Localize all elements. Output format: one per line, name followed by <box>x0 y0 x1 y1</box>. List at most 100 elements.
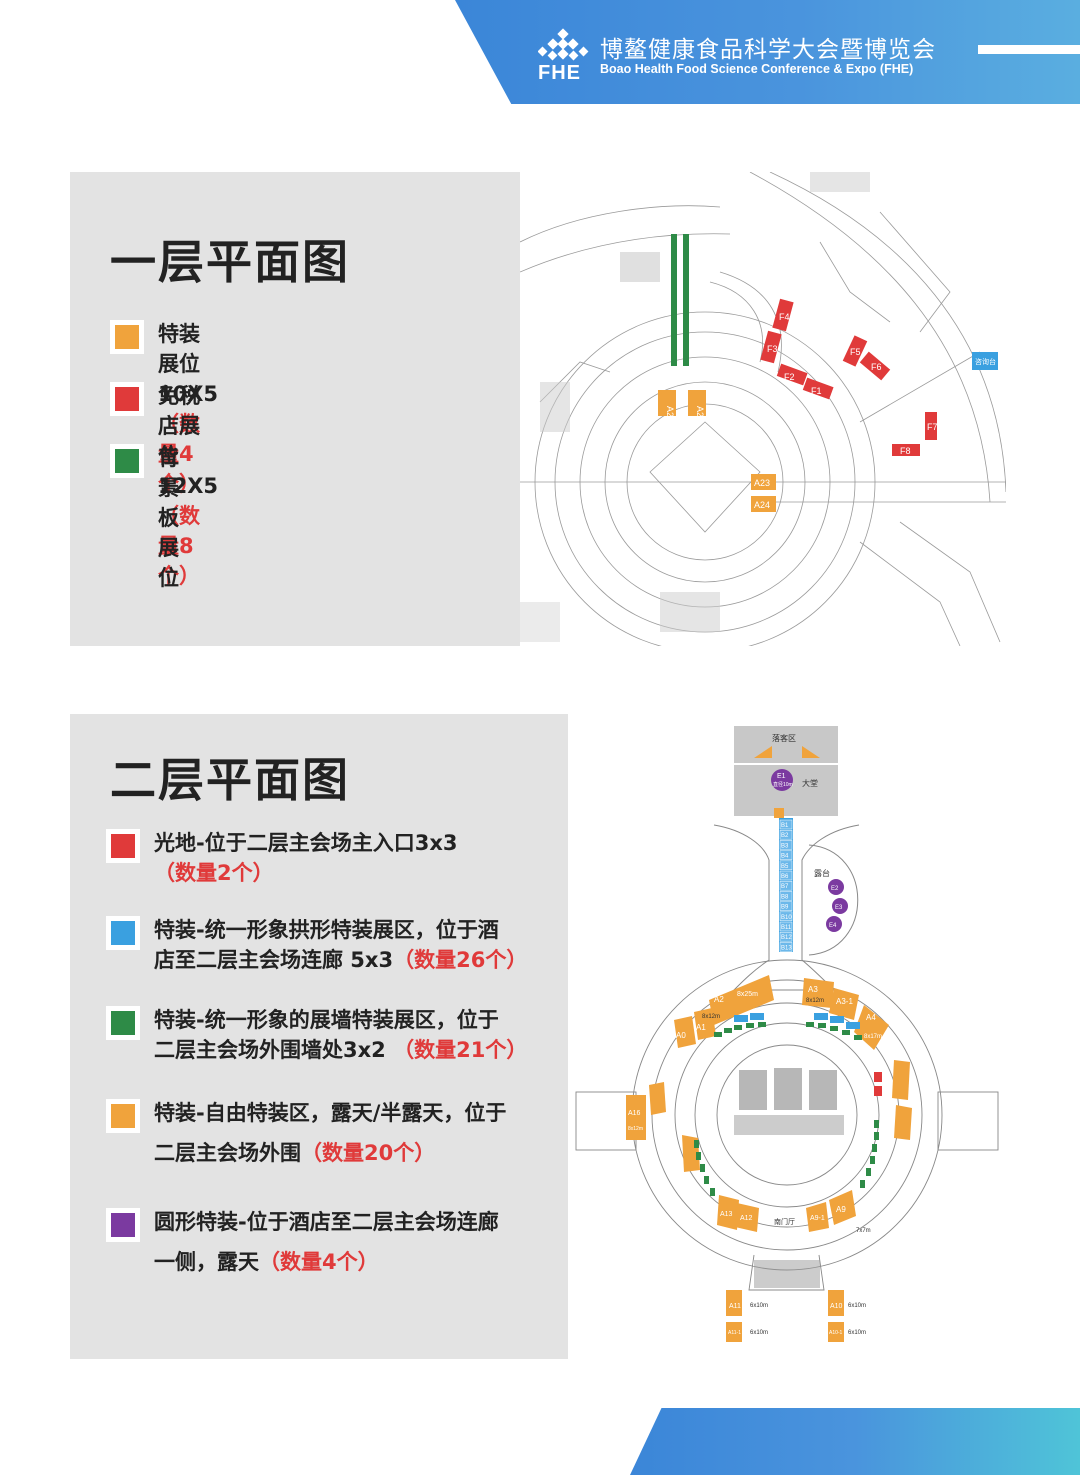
corridor-booth-label: B5 <box>781 864 789 870</box>
floor2-legend-panel: 二层平面图 光地-位于二层主会场主入口3x3 （数量2个） 特装-统一形象拱形特… <box>70 714 568 1359</box>
booth-a9-1-label: A9-1 <box>810 1215 825 1222</box>
lobby-area-label: 落客区 <box>772 733 796 743</box>
booth-a2-size: 8x25m <box>737 991 758 998</box>
floor1-orange-booths: A21 A22 A23 A24 <box>658 390 776 512</box>
legend-count: （数量21个） <box>393 1038 528 1062</box>
corridor-booth-label: B13 <box>781 945 792 951</box>
orange-swatch <box>110 320 144 354</box>
booth-a11-1-size: 6x10m <box>750 1330 768 1336</box>
corridor-booth-label: B8 <box>781 894 789 900</box>
legend-line1: 光地-位于二层主会场主入口3x3 <box>154 831 458 855</box>
legend-line1: 特装-自由特装区，露天/半露天，位于 <box>154 1101 507 1125</box>
booth-e2-label: E2 <box>831 886 839 892</box>
corridor-booth <box>779 880 793 891</box>
legend-count: （数量26个） <box>393 948 528 972</box>
legend-count: （数量20个） <box>301 1141 436 1165</box>
corridor-booth <box>779 921 793 932</box>
legend-line1: 特装-统一形象的展墙特装展区，位于 <box>154 1008 499 1032</box>
corridor-booth <box>779 850 793 860</box>
booth-a16-label: A16 <box>628 1110 641 1117</box>
corridor-booth <box>779 931 793 942</box>
booth-f7-label: F7 <box>927 422 938 432</box>
corridor-booth-label: B11 <box>781 925 792 931</box>
legend-line1: 特装-统一形象拱形特装展区，位于酒 <box>154 918 499 942</box>
floor1-map: A21 A22 A23 A24 F3 F4 F2 F1 F5 F6 F7 F8 … <box>520 172 1006 646</box>
booth-a4-label: A4 <box>866 1013 876 1022</box>
booth-a0-label: A0 <box>676 1031 686 1040</box>
booth-a12-label: A12 <box>740 1215 753 1222</box>
floor1-legend-panel: 一层平面图 特装展位 10X5 （数量4个） 免税店展位 12X5 （数量8个）… <box>70 172 520 646</box>
booth-a4-size: 8x17m <box>864 1034 882 1040</box>
legend-count: （数量4个） <box>259 1250 379 1274</box>
corridor-booth <box>779 829 793 840</box>
blue-swatch <box>106 916 140 950</box>
legend-line2: 二层主会场外围墙处3x2 <box>154 1038 394 1062</box>
footer-banner <box>630 1408 1080 1475</box>
booth-a9-size: 7x7m <box>856 1228 871 1234</box>
booth-e1-size: 直径10m <box>773 781 793 788</box>
legend-label: 免税店展位 12X5 <box>158 384 219 498</box>
legend-line2: 一侧，露天 <box>154 1250 259 1274</box>
corridor-booth <box>779 911 793 922</box>
booth-a3-size: 8x12m <box>806 998 824 1004</box>
booth-e4-label: E4 <box>829 923 837 929</box>
corridor-booth-label: B6 <box>781 874 789 880</box>
booth-e1-label: E1 <box>777 773 786 780</box>
legend-label: 特装展位 10X5 <box>158 322 219 406</box>
corridor-booth <box>779 819 793 830</box>
fhe-logo-icon <box>538 28 589 61</box>
corridor-booth-label: B4 <box>781 854 789 860</box>
orange-swatch <box>106 1099 140 1133</box>
corridor-booth-label: B7 <box>781 884 789 890</box>
corridor-booth <box>779 870 793 881</box>
info-desk-label: 咨询台 <box>975 357 996 366</box>
booth-a10-1-size: 6x10m <box>848 1330 866 1336</box>
booth-a10-size: 6x10m <box>848 1303 866 1309</box>
floor2-map: 落客区 大堂 E1 直径10m B1B2B3B4B5B6B7B8B9B10B11… <box>574 720 1000 1360</box>
booth-a13-label: A13 <box>720 1211 733 1218</box>
booth-f2-label: F2 <box>784 372 795 382</box>
booth-a11-1-label: A11-1 <box>728 1330 741 1336</box>
booth-a3-label: A3 <box>808 985 818 994</box>
booth-a21-label: A21 <box>665 406 675 422</box>
hall-label: 大堂 <box>802 778 818 788</box>
booth-a11-size: 6x10m <box>750 1303 768 1309</box>
booth-f6-label: F6 <box>871 362 882 372</box>
logo-text: FHE <box>538 62 581 84</box>
booth-a3-1-label: A3-1 <box>836 997 853 1006</box>
booth-a10-label: A10 <box>830 1303 843 1310</box>
corridor-booth-label: B1 <box>781 823 789 829</box>
corridor-booth <box>779 891 793 901</box>
brand-title-en: Boao Health Food Science Conference & Ex… <box>600 62 914 76</box>
booth-a23-label: A23 <box>754 478 770 488</box>
booth-a24-label: A24 <box>754 500 770 510</box>
booth-e3-label: E3 <box>835 905 843 911</box>
legend-count: （数量2个） <box>154 861 274 885</box>
legend-label: 背景板展位 <box>158 446 179 590</box>
purple-swatch <box>106 1208 140 1242</box>
corridor-booth-label: B3 <box>781 843 789 849</box>
corridor-booth-label: B2 <box>781 833 789 839</box>
booth-a10-1-label: A10-1 <box>829 1330 843 1336</box>
booth-a1-size: 8x12m <box>702 1014 720 1020</box>
corridor-booth-label: B9 <box>781 905 789 911</box>
corridor-booth <box>779 860 793 871</box>
booth-f8-label: F8 <box>900 446 911 456</box>
legend-line2: 店至二层主会场连廊 5x3 <box>154 948 394 972</box>
green-swatch <box>110 444 144 478</box>
booth-a22-label: A22 <box>695 406 705 422</box>
corridor-booth-label: B10 <box>781 915 792 921</box>
terrace-label: 露台 <box>814 868 830 878</box>
floor1-title: 一层平面图 <box>110 235 350 289</box>
header-banner <box>455 0 1080 104</box>
corridor-booth <box>779 901 793 911</box>
corridor-booth-label: B12 <box>781 935 792 941</box>
booth-f3-label: F3 <box>767 344 778 354</box>
brand-title-cn: 博鳌健康食品科学大会暨博览会 <box>600 37 936 63</box>
booth-f1-label: F1 <box>811 386 822 396</box>
legend-count: （数量8个） <box>158 504 200 588</box>
header-accent-line <box>978 45 1080 54</box>
booth-a9-label: A9 <box>836 1205 846 1214</box>
booth-a1-label: A1 <box>696 1023 706 1032</box>
corridor-booth <box>779 942 793 952</box>
